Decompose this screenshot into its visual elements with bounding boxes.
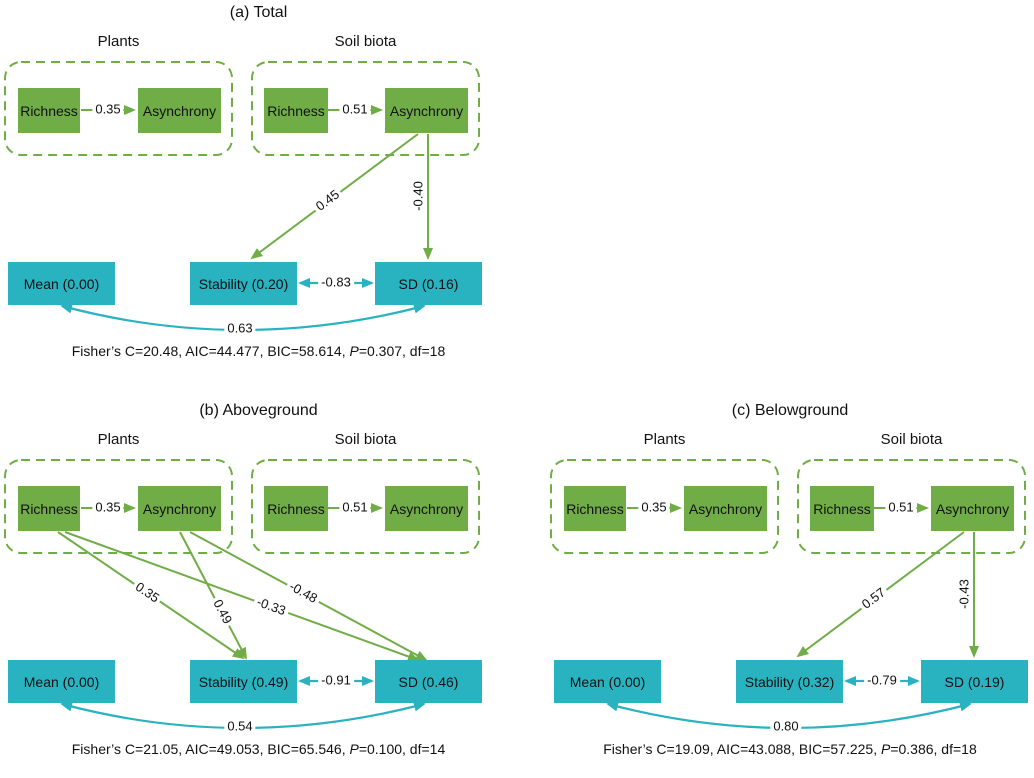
panel-total: (a) Total Plants Soil biota Richness Asy…: [0, 0, 517, 380]
asynchrony-stability-arrow: [179, 531, 247, 660]
soil-asynchrony-node: Asynchrony: [385, 486, 468, 531]
fit-stats-text: Fisher’s C=19.09, AIC=43.088, BIC=57.225…: [603, 741, 881, 757]
soil-group-outline: [251, 61, 480, 156]
plants-group-outline: [4, 61, 233, 156]
panel-aboveground-lines: [4, 459, 480, 730]
stability-sd-coefficient: -0.91: [318, 673, 354, 689]
soil-path-coefficient: 0.51: [885, 500, 917, 516]
fit-stats-text-end: =0.100, df=14: [358, 741, 446, 757]
soil-group-label: Soil biota: [334, 431, 397, 448]
stability-node: Stability (0.20): [190, 262, 297, 305]
panel-title: (a) Total: [229, 4, 288, 21]
plants-path-coefficient: 0.35: [92, 102, 124, 118]
plants-group-label: Plants: [97, 431, 140, 448]
panel-belowground: (c) Belowground Plants Soil biota Richne…: [546, 398, 1034, 778]
soil-asynchrony-node: Asynchrony: [385, 88, 468, 133]
sd-node: SD (0.19): [921, 660, 1028, 703]
asynchrony-sd-coefficient: -0.43: [957, 576, 973, 612]
sd-node: SD (0.16): [375, 262, 482, 305]
mean-node: Mean (0.00): [8, 262, 115, 305]
soil-richness-node: Richness: [264, 88, 328, 133]
plants-path-coefficient: 0.35: [638, 500, 670, 516]
sd-node: SD (0.46): [375, 660, 482, 703]
plants-asynchrony-node: Asynchrony: [684, 486, 767, 531]
soil-group-label: Soil biota: [880, 431, 943, 448]
plants-group-outline: [4, 459, 233, 554]
soil-group-label: Soil biota: [334, 33, 397, 50]
soil-path-coefficient: 0.51: [339, 102, 371, 118]
fit-stats-p-symbol: P: [349, 741, 359, 757]
panel-total-lines: [4, 61, 480, 332]
plants-group-outline: [550, 459, 779, 554]
plants-richness-node: Richness: [18, 88, 80, 133]
plants-path-coefficient: 0.35: [92, 500, 124, 516]
fit-stats-text-end: =0.386, df=18: [890, 741, 977, 757]
stability-node: Stability (0.32): [736, 660, 843, 703]
plants-richness-node: Richness: [564, 486, 626, 531]
model-fit-statistics: Fisher’s C=20.48, AIC=44.477, BIC=58.614…: [0, 343, 517, 359]
soil-group-outline: [797, 459, 1026, 554]
panel-title: (b) Aboveground: [199, 402, 318, 419]
model-fit-statistics: Fisher’s C=21.05, AIC=49.053, BIC=65.546…: [0, 741, 517, 757]
model-fit-statistics: Fisher’s C=19.09, AIC=43.088, BIC=57.225…: [546, 741, 1034, 757]
soil-path-coefficient: 0.51: [339, 500, 371, 516]
soil-richness-node: Richness: [264, 486, 328, 531]
panel-aboveground: (b) Aboveground Plants Soil biota Richne…: [0, 398, 517, 778]
asynchrony-sd-coefficient: -0.40: [411, 178, 427, 214]
panel-title: (c) Belowground: [731, 402, 849, 419]
stability-sd-coefficient: -0.83: [318, 275, 354, 291]
plants-group-label: Plants: [643, 431, 686, 448]
plants-asynchrony-node: Asynchrony: [138, 486, 221, 531]
plants-richness-node: Richness: [18, 486, 80, 531]
fit-stats-text-end: =0.307, df=18: [358, 343, 446, 359]
mean-node: Mean (0.00): [554, 660, 661, 703]
stability-node: Stability (0.49): [190, 660, 297, 703]
richness-sd-arrow: [64, 531, 420, 662]
mean-node: Mean (0.00): [8, 660, 115, 703]
soil-group-outline: [251, 459, 480, 554]
mean-sd-coefficient: 0.63: [224, 321, 256, 337]
mean-sd-coefficient: 0.54: [224, 719, 256, 735]
mean-sd-coefficient: 0.80: [770, 719, 802, 735]
soil-asynchrony-node: Asynchrony: [931, 486, 1014, 531]
stability-sd-coefficient: -0.79: [864, 673, 900, 689]
fit-stats-p-symbol: P: [349, 343, 359, 359]
soil-richness-node: Richness: [810, 486, 874, 531]
plants-group-label: Plants: [97, 33, 140, 50]
fit-stats-p-symbol: P: [880, 741, 891, 757]
fit-stats-text: Fisher’s C=21.05, AIC=49.053, BIC=65.546…: [71, 741, 350, 757]
plants-asynchrony-node: Asynchrony: [138, 88, 221, 133]
fit-stats-text: Fisher’s C=20.48, AIC=44.477, BIC=58.614…: [71, 343, 350, 359]
